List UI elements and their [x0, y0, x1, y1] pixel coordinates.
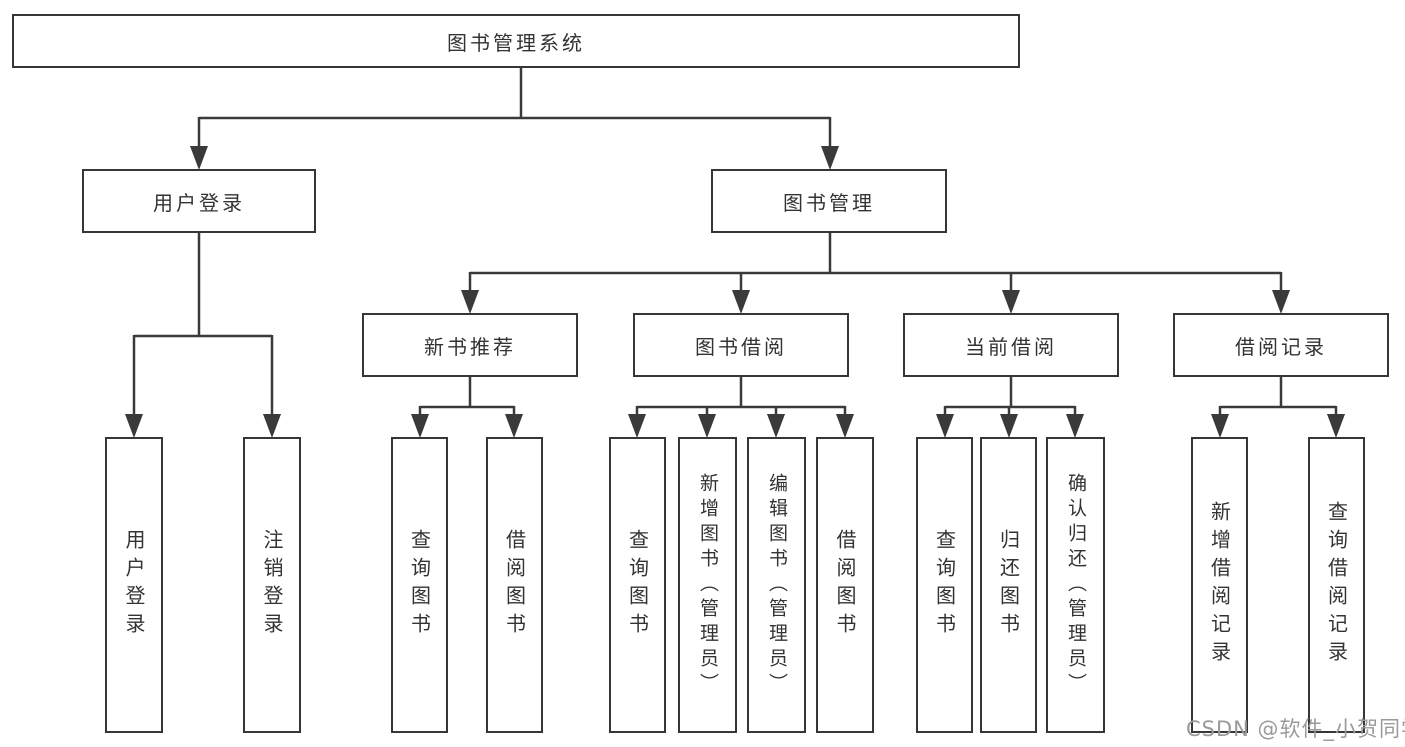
csdn-watermark: CSDN @软件_小贺同学 [1186, 717, 1405, 741]
node-library-management-system: 图书管理系统 [12, 14, 1020, 68]
leaf-add-books-admin: 新增图书（管理员） [678, 437, 737, 733]
node-book-borrowing: 图书借阅 [633, 313, 849, 377]
node-new-book-recommend: 新书推荐 [362, 313, 578, 377]
leaf-borrow-books: 借阅图书 [816, 437, 874, 733]
leaf-return-books: 归还图书 [980, 437, 1037, 733]
leaf-query-books-borrowing: 查询图书 [609, 437, 666, 733]
leaf-query-books-current: 查询图书 [916, 437, 973, 733]
leaf-logout: 注销登录 [243, 437, 301, 733]
leaf-add-borrow-record: 新增借阅记录 [1191, 437, 1248, 733]
node-user-login: 用户登录 [82, 169, 316, 233]
leaf-confirm-return-admin: 确认归还（管理员） [1046, 437, 1105, 733]
node-current-borrowing: 当前借阅 [903, 313, 1119, 377]
leaf-borrow-books-recommend: 借阅图书 [486, 437, 543, 733]
node-book-management: 图书管理 [711, 169, 947, 233]
leaf-query-books-recommend: 查询图书 [391, 437, 448, 733]
leaf-query-borrow-record: 查询借阅记录 [1308, 437, 1365, 733]
leaf-edit-books-admin: 编辑图书（管理员） [747, 437, 806, 733]
leaf-user-login: 用户登录 [105, 437, 163, 733]
arrowheads [125, 146, 1345, 438]
node-borrowing-records: 借阅记录 [1173, 313, 1389, 377]
